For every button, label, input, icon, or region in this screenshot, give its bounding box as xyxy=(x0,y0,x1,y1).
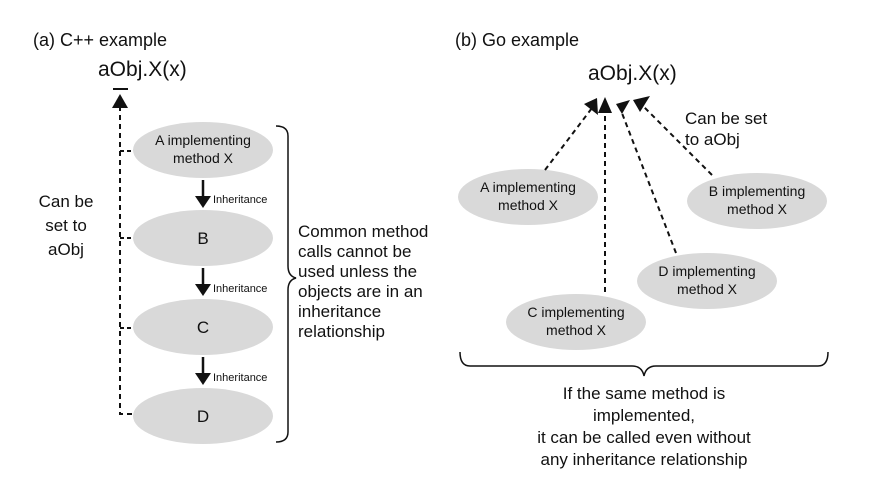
node-d-ellipse xyxy=(133,388,273,444)
node-b-label: B xyxy=(197,229,209,248)
go-example-title: (b) Go example xyxy=(455,30,580,50)
go-link-d xyxy=(619,107,677,254)
go-link-b xyxy=(641,104,713,176)
can-be-set-note: Can be set to aObj xyxy=(38,192,94,259)
node-a-label-line2: method X xyxy=(173,150,233,166)
go-node-d-line2: method X xyxy=(677,281,737,297)
go-node-c-line1: C implementing xyxy=(527,304,625,320)
go-arrowhead-a xyxy=(584,98,598,115)
go-bottom-note: If the same method is implemented, it ca… xyxy=(537,384,751,469)
go-node-b-line1: B implementing xyxy=(708,183,806,199)
go-link-a xyxy=(544,107,593,171)
go-node-a-line2: method X xyxy=(498,197,558,213)
left-brace xyxy=(275,125,297,443)
inheritance-arrowhead-3 xyxy=(195,373,211,385)
left-dashed-link xyxy=(119,108,132,415)
node-c-ellipse xyxy=(133,299,273,355)
go-arrowhead-b xyxy=(633,96,650,112)
go-node-b-ellipse xyxy=(687,173,827,229)
node-a-label-line1: A implementing xyxy=(155,132,251,148)
go-node-c-line2: method X xyxy=(546,322,606,338)
inheritance-label-2: Inheritance xyxy=(213,283,268,295)
go-node-d-line1: D implementing xyxy=(658,263,756,279)
go-method-call: aObj.X(x) xyxy=(588,62,677,85)
bottom-brace xyxy=(459,351,829,377)
node-a-ellipse xyxy=(133,122,273,178)
node-c-label: C xyxy=(196,318,210,337)
left-arrowhead xyxy=(112,94,128,108)
inheritance-arrowhead-2 xyxy=(195,284,211,296)
common-method-note: Common method calls cannot be used unles… xyxy=(298,222,429,341)
inheritance-label-3: Inheritance xyxy=(213,372,268,384)
node-b-ellipse xyxy=(133,210,273,266)
cpp-method-call: aObj.X(x) xyxy=(98,58,187,81)
inheritance-label-1: Inheritance xyxy=(213,194,268,206)
cpp-example-title: (a) C++ example xyxy=(33,30,168,50)
go-arrowhead-d xyxy=(616,100,630,114)
go-node-b-line2: method X xyxy=(727,201,787,217)
go-node-a-ellipse xyxy=(458,169,598,225)
go-arrowhead-c xyxy=(598,97,612,113)
go-node-a-line1: A implementing xyxy=(480,179,576,195)
inheritance-arrowhead-1 xyxy=(195,196,211,208)
node-d-label: D xyxy=(196,407,210,426)
go-node-c-ellipse xyxy=(506,294,646,350)
go-can-be-set-note: Can be set to aObj xyxy=(685,109,768,149)
go-node-d-ellipse xyxy=(637,253,777,309)
